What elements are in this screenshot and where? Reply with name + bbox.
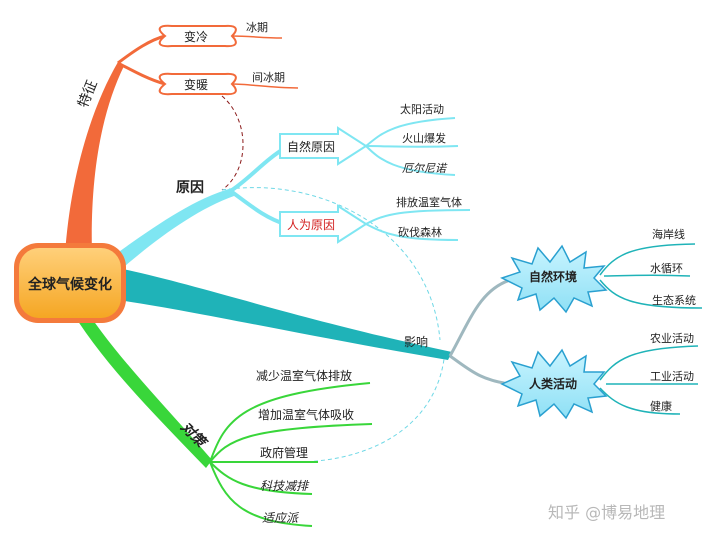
leaf-agriculture: 农业活动: [650, 331, 694, 345]
feature-warming: 变暖: [184, 77, 208, 92]
leaf-glacial: 冰期: [246, 21, 268, 34]
leaf-adaptation: 适应派: [262, 511, 300, 525]
features-label: 特征: [75, 78, 100, 110]
leaf-government: 政府管理: [260, 445, 308, 460]
leaf-coastline: 海岸线: [652, 227, 685, 241]
node-human-causes[interactable]: [279, 204, 368, 244]
natural-causes-label: 自然原因: [287, 139, 335, 154]
relation-line-measures-impacts: [299, 349, 446, 463]
watermark: 知乎 @博易地理: [548, 503, 665, 522]
human-activities-label: 人类活动: [529, 376, 577, 391]
measures-label: 对策: [177, 419, 211, 453]
causes-label: 原因: [176, 180, 204, 196]
natural-environment-label: 自然环境: [529, 269, 577, 284]
node-natural-causes[interactable]: [279, 126, 368, 166]
leaf-emissions: 排放温室气体: [396, 195, 462, 209]
leaf-interglacial: 间冰期: [252, 71, 285, 84]
leaf-water-cycle: 水循环: [650, 262, 683, 275]
center-node[interactable]: [14, 243, 126, 323]
leaf-solar: 太阳活动: [400, 103, 444, 116]
branch-causes: [110, 117, 471, 272]
node-natural-environment[interactable]: [500, 244, 608, 314]
leaf-volcano: 火山爆发: [402, 131, 446, 145]
leaf-technology: 科技减排: [260, 479, 310, 493]
node-human-activities[interactable]: [500, 348, 608, 420]
impacts-label: 影响: [404, 334, 428, 349]
leaf-deforestation: 砍伐森林: [398, 225, 442, 239]
leaf-health: 健康: [650, 399, 672, 413]
leaf-reduce-emissions: 减少温室气体排放: [256, 368, 352, 383]
branch-measures: [66, 300, 373, 527]
relation-line-warming-causes: [221, 95, 244, 191]
center-label: 全球气候变化: [27, 276, 112, 293]
leaf-increase-absorption: 增加温室气体吸收: [258, 407, 354, 422]
branch-impacts: [118, 243, 703, 420]
branch-features: [65, 24, 299, 255]
human-causes-label: 人为原因: [287, 218, 335, 232]
leaf-ecosystem: 生态系统: [652, 293, 696, 307]
feature-cooling: 变冷: [184, 29, 208, 44]
leaf-elnino: 厄尔尼诺: [402, 162, 448, 175]
leaf-industry: 工业活动: [650, 370, 694, 383]
relation-line-human-impacts: [221, 187, 441, 341]
